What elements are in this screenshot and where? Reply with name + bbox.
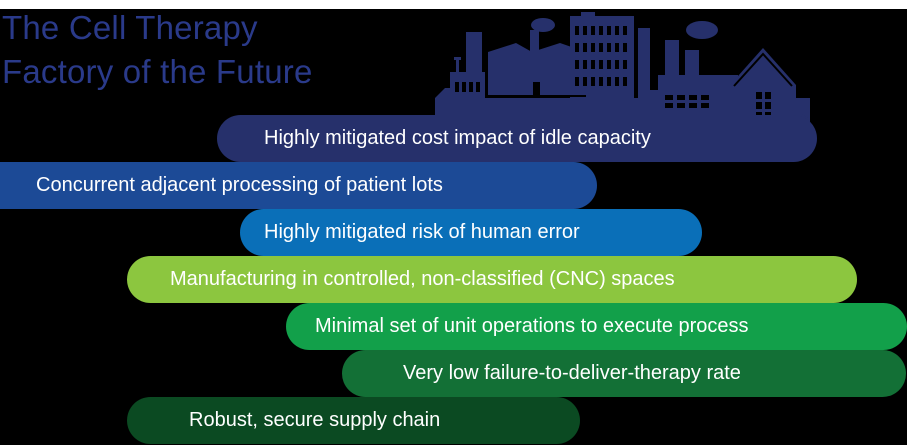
benefit-pill-idle-capacity: Highly mitigated cost impact of idle cap… [217, 115, 817, 162]
pill-label: Robust, secure supply chain [189, 409, 441, 431]
benefit-pill-failure-rate: Very low failure-to-deliver-therapy rate [342, 350, 906, 397]
page-title: The Cell Therapy Factory of the Future [2, 6, 313, 94]
pill-label: Minimal set of unit operations to execut… [315, 315, 749, 337]
benefit-pill-cnc-spaces: Manufacturing in controlled, non-classif… [127, 256, 857, 303]
top-strip [0, 0, 907, 9]
benefit-pill-unit-operations: Minimal set of unit operations to execut… [286, 303, 907, 350]
benefit-pill-supply-chain: Robust, secure supply chain [127, 397, 580, 444]
pill-label: Manufacturing in controlled, non-classif… [170, 268, 675, 290]
pill-label: Very low failure-to-deliver-therapy rate [403, 362, 741, 384]
title-line-2: Factory of the Future [2, 53, 313, 90]
title-line-1: The Cell Therapy [2, 9, 258, 46]
factory-skyline-icon [435, 12, 810, 125]
benefit-pill-concurrent-processing: Concurrent adjacent processing of patien… [0, 162, 597, 209]
pill-label: Highly mitigated risk of human error [264, 221, 580, 243]
pill-label: Concurrent adjacent processing of patien… [36, 174, 443, 196]
benefit-pill-human-error: Highly mitigated risk of human error [240, 209, 702, 256]
pill-label: Highly mitigated cost impact of idle cap… [264, 127, 651, 149]
